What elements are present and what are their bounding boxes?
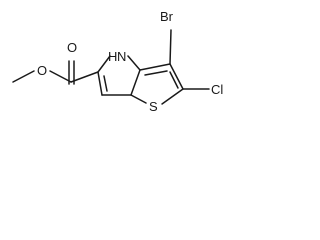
atom-labels: Br Cl S H N O O	[37, 9, 223, 114]
bond-c5-n4	[97, 55, 111, 73]
bond-c3a-c3-double-inner	[144, 70, 168, 76]
chemical-structure-diagram: Br Cl S H N O O	[12, 9, 223, 114]
bond-n4-c3a	[127, 55, 141, 71]
bond-c3a-c3	[139, 63, 171, 71]
bond-o-carbonyl	[49, 70, 72, 83]
bond-carbonyl-c5	[70, 71, 99, 83]
bond-c3-c2	[169, 63, 184, 90]
bond-c6-c5	[97, 71, 103, 96]
bond-c2-s	[161, 88, 184, 105]
atom-label-sulfur: S	[149, 99, 158, 114]
bond-c3-br	[169, 29, 172, 65]
atom-label-nitrogen: N	[117, 49, 126, 64]
atom-label-ester-oxygen: O	[37, 63, 47, 78]
bond-c5-c6-double-inner	[103, 75, 108, 92]
bond-c2-c3-double-inner	[169, 71, 179, 89]
atom-label-chlorine: Cl	[211, 82, 223, 97]
bond-methyl-o	[12, 70, 35, 83]
atom-label-bromine: Br	[160, 9, 174, 24]
bond-s-c6a	[130, 94, 147, 104]
atom-label-nh-hydrogen: H	[108, 49, 117, 64]
atom-label-carbonyl-oxygen: O	[67, 40, 77, 55]
bond-c3a-c6a	[130, 69, 141, 96]
bond-lines	[12, 29, 210, 105]
